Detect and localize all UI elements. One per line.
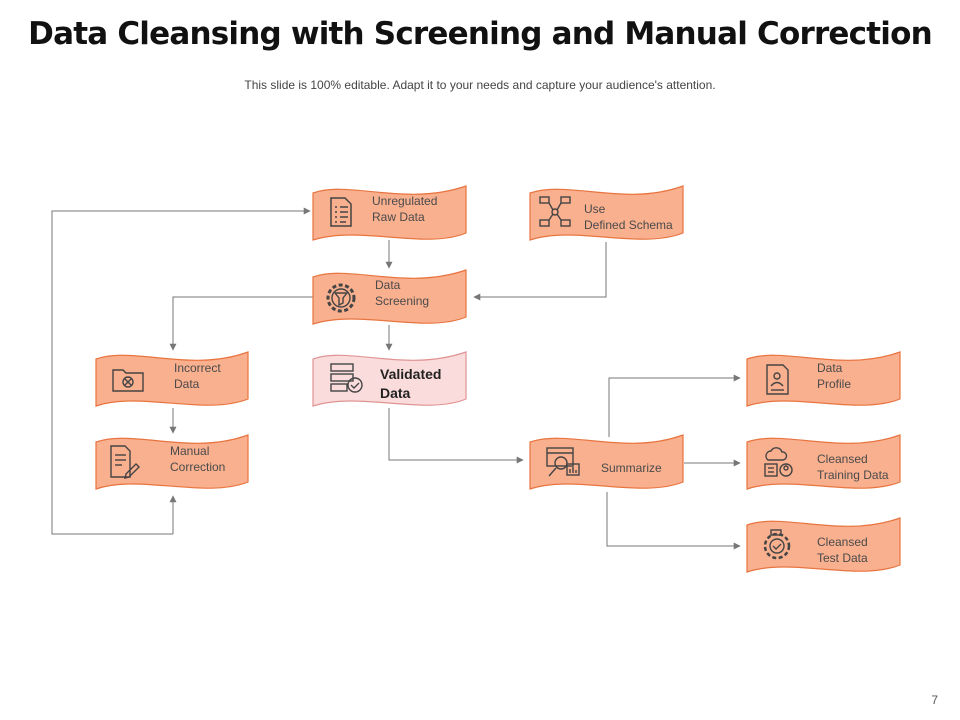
node-label: Data [380, 385, 411, 401]
node-label: Data [817, 361, 843, 375]
node-label: Raw Data [372, 210, 425, 224]
connector-correction-to-raw [51, 207, 311, 535]
connector-screening-to-incorrect [169, 296, 313, 351]
node-validated-data[interactable]: Validated Data [312, 351, 467, 407]
page-subtitle: This slide is 100% editable. Adapt it to… [244, 78, 716, 92]
page-title: Data Cleansing with Screening and Manual… [28, 16, 932, 52]
node-label: Profile [817, 377, 851, 391]
cloud-data-user-icon [764, 447, 793, 477]
connector-validated-to-summarize [388, 408, 524, 464]
profile-document-icon [766, 364, 789, 395]
connectors [51, 207, 741, 550]
node-label: Use [584, 202, 606, 216]
test-badge-icon [763, 529, 791, 560]
node-label: Defined Schema [584, 218, 673, 232]
node-incorrect-data[interactable]: Incorrect Data [95, 351, 249, 407]
node-label: Validated [380, 366, 441, 382]
document-edit-icon [110, 445, 140, 479]
page-number: 7 [931, 693, 938, 707]
list-document-icon [330, 197, 352, 227]
node-data-screening[interactable]: Data Screening [312, 269, 467, 325]
database-check-icon [330, 363, 363, 393]
network-schema-icon [539, 196, 571, 227]
folder-error-icon [112, 369, 144, 392]
node-label: Unregulated [372, 194, 437, 208]
gear-filter-icon [326, 283, 356, 313]
node-label: Training Data [817, 468, 889, 482]
node-label: Correction [170, 460, 225, 474]
node-label: Manual [170, 444, 209, 458]
node-data-profile[interactable]: Data Profile [746, 351, 901, 407]
node-label: Cleansed [817, 452, 868, 466]
node-label: Data [174, 377, 200, 391]
node-label: Summarize [601, 461, 662, 475]
node-unregulated-raw-data[interactable]: Unregulated Raw Data [312, 185, 467, 241]
connector-schema-to-screening [473, 242, 607, 301]
node-label: Data [375, 278, 401, 292]
node-summarize[interactable]: Summarize [529, 434, 684, 490]
node-label: Test Data [817, 551, 868, 565]
connector-summarize-to-profile [608, 374, 741, 437]
node-use-defined-schema[interactable]: Use Defined Schema [529, 185, 684, 241]
node-cleansed-training-data[interactable]: Cleansed Training Data [746, 434, 901, 490]
node-manual-correction[interactable]: Manual Correction [95, 434, 249, 490]
node-label: Screening [375, 294, 429, 308]
analytics-magnifier-icon [546, 447, 580, 477]
node-label: Incorrect [174, 361, 221, 375]
node-label: Cleansed [817, 535, 868, 549]
node-cleansed-test-data[interactable]: Cleansed Test Data [746, 517, 901, 573]
connector-summarize-to-test [606, 492, 741, 550]
